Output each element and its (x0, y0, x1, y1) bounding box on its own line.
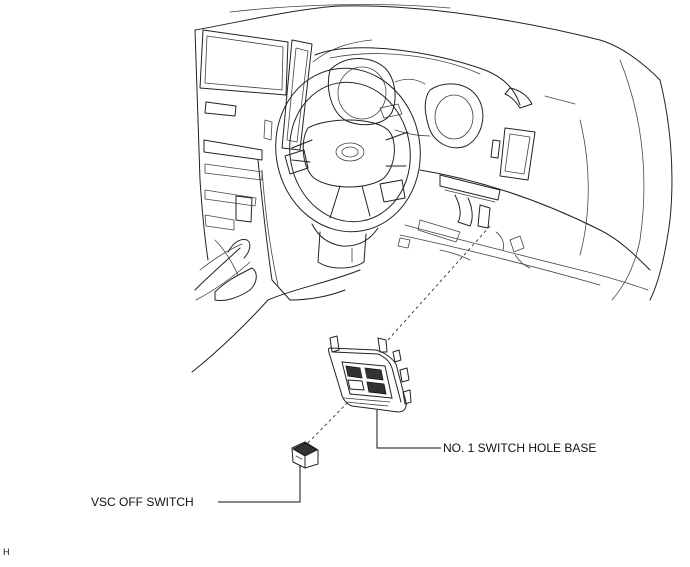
assembly-line-upper (387, 225, 491, 341)
center-panel (199, 29, 373, 231)
switch-hole-base-part (328, 335, 412, 413)
under-dash (397, 174, 531, 269)
vsc-off-switch-part (291, 441, 319, 469)
leader-switch-hole-base (376, 410, 441, 449)
gauge-cluster (314, 47, 576, 181)
switch-hole-base-label: NO. 1 SWITCH HOLE BASE (443, 441, 597, 455)
leader-vsc-off-switch (218, 465, 301, 503)
corner-code-label: H (3, 547, 10, 557)
dashboard-outline (191, 4, 673, 373)
vsc-off-switch-label: VSC OFF SWITCH (91, 495, 194, 509)
steering-wheel (275, 67, 421, 269)
assembly-line-lower (304, 397, 353, 447)
